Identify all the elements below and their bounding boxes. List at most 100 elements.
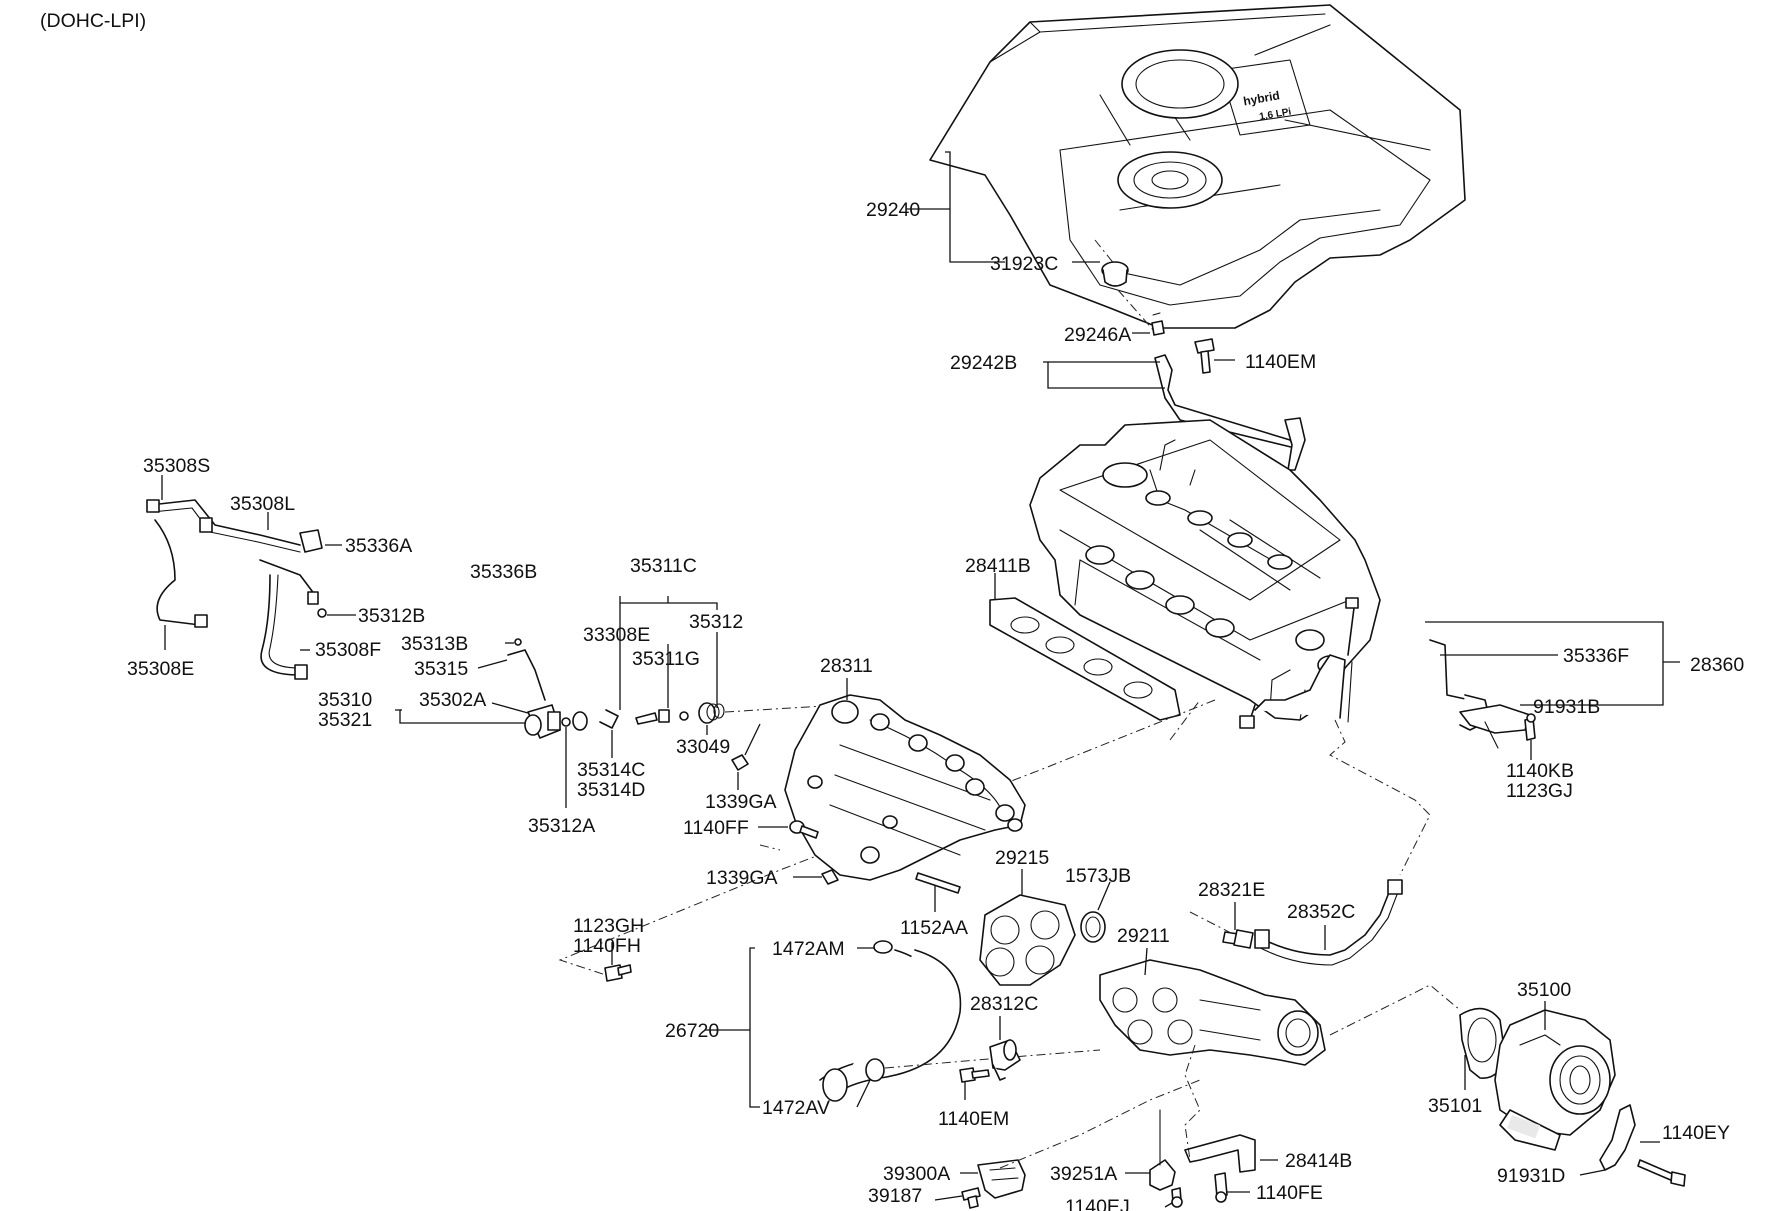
nut-1339ga-lower-part[interactable] bbox=[821, 869, 839, 885]
bracket-91931b-part[interactable] bbox=[1459, 704, 1531, 749]
label-35101[interactable]: 35101 bbox=[1428, 1095, 1482, 1117]
label-1140ej[interactable]: 1140EJ bbox=[1065, 1196, 1130, 1211]
label-35308l[interactable]: 35308L bbox=[230, 493, 295, 515]
sensor-39300a-part[interactable] bbox=[977, 1159, 1026, 1199]
label-1140ey[interactable]: 1140EY bbox=[1662, 1122, 1730, 1144]
bolt-29246a-part[interactable] bbox=[1151, 312, 1165, 336]
label-35312[interactable]: 35312 bbox=[689, 611, 743, 633]
oring-35312a-part[interactable] bbox=[561, 717, 571, 727]
bolt-1140ej-part[interactable] bbox=[1171, 1187, 1183, 1208]
bolt-1140kb-part[interactable] bbox=[1524, 713, 1536, 741]
label-31923c[interactable]: 31923C bbox=[990, 253, 1058, 275]
label-35315[interactable]: 35315 bbox=[414, 658, 468, 680]
clamp-1472av-part[interactable] bbox=[865, 1058, 885, 1082]
label-33308e[interactable]: 33308E bbox=[583, 624, 650, 646]
label-28414b[interactable]: 28414B bbox=[1285, 1150, 1352, 1172]
bolt-1140fe-part[interactable] bbox=[1214, 1172, 1228, 1203]
label-28321e[interactable]: 28321E bbox=[1198, 879, 1265, 901]
label-1472av[interactable]: 1472AV bbox=[762, 1097, 830, 1119]
oring-35312-part[interactable] bbox=[679, 711, 689, 721]
label-35308e[interactable]: 35308E bbox=[127, 658, 194, 680]
spring-35311c-part[interactable] bbox=[599, 709, 619, 729]
label-35314d[interactable]: 35314D bbox=[577, 779, 645, 801]
bolt-39187-part[interactable] bbox=[961, 1187, 981, 1209]
label-28411b[interactable]: 28411B bbox=[965, 555, 1031, 577]
label-39187[interactable]: 39187 bbox=[868, 1185, 922, 1207]
label-1123gj[interactable]: 1123GJ bbox=[1506, 780, 1573, 802]
gasket-28411b-part[interactable] bbox=[989, 597, 1181, 721]
label-1573jb[interactable]: 1573JB bbox=[1065, 865, 1131, 887]
label-91931d[interactable]: 91931D bbox=[1497, 1165, 1565, 1187]
label-1339ga-lower[interactable]: 1339GA bbox=[706, 867, 778, 889]
label-35336a[interactable]: 35336A bbox=[345, 535, 412, 557]
label-35311g[interactable]: 35311G bbox=[632, 648, 700, 670]
label-35321[interactable]: 35321 bbox=[318, 709, 372, 731]
label-35312a[interactable]: 35312A bbox=[528, 815, 595, 837]
fitting-28321e-part[interactable] bbox=[1222, 929, 1254, 949]
label-28360[interactable]: 28360 bbox=[1690, 654, 1744, 676]
actuator-35310-part[interactable] bbox=[524, 704, 561, 739]
label-35308f[interactable]: 35308F bbox=[315, 639, 381, 661]
label-1339ga-upper[interactable]: 1339GA bbox=[705, 791, 777, 813]
bracket-91931d-part[interactable] bbox=[1599, 1104, 1636, 1171]
label-28352c[interactable]: 28352C bbox=[1287, 901, 1355, 923]
label-35313b[interactable]: 35313B bbox=[401, 633, 468, 655]
label-35314c[interactable]: 35314C bbox=[577, 759, 645, 781]
stud-1152aa-part[interactable] bbox=[915, 872, 961, 894]
label-29242b[interactable]: 29242B bbox=[950, 352, 1017, 374]
label-1140fe[interactable]: 1140FE bbox=[1256, 1182, 1323, 1204]
label-29246a[interactable]: 29246A bbox=[1064, 324, 1131, 346]
label-1140ff[interactable]: 1140FF bbox=[683, 817, 749, 839]
clamp-35312b-part[interactable] bbox=[317, 608, 327, 618]
engine-cover-part[interactable]: hybrid 1.6 LPi bbox=[929, 4, 1466, 329]
hose-35308s-part[interactable] bbox=[146, 499, 301, 628]
bolt-1140ff-part[interactable] bbox=[789, 820, 819, 839]
cylinder-head-part[interactable] bbox=[1029, 419, 1381, 721]
bolt-1140ey-part[interactable] bbox=[1637, 1159, 1686, 1187]
label-29215[interactable]: 29215 bbox=[995, 847, 1049, 869]
bracket-28414b-part[interactable] bbox=[1184, 1134, 1256, 1173]
label-35100[interactable]: 35100 bbox=[1517, 979, 1571, 1001]
label-29211[interactable]: 29211 bbox=[1117, 925, 1170, 947]
hose-26720-part[interactable] bbox=[819, 949, 962, 1102]
label-1140kb[interactable]: 1140KB bbox=[1506, 760, 1574, 782]
label-39251a[interactable]: 39251A bbox=[1050, 1163, 1117, 1185]
bolt-1140em-bottom-part[interactable] bbox=[959, 1067, 990, 1083]
intake-manifold-28311-part[interactable] bbox=[784, 694, 1026, 881]
label-91931b[interactable]: 91931B bbox=[1533, 696, 1600, 718]
plug-35311g-part[interactable] bbox=[658, 709, 670, 723]
label-39300a[interactable]: 39300A bbox=[883, 1163, 950, 1185]
clip-35336a-part[interactable] bbox=[299, 529, 323, 553]
label-35311c[interactable]: 35311C bbox=[630, 555, 697, 577]
label-1123gh[interactable]: 1123GH bbox=[573, 915, 644, 937]
bolt-1123gh-part[interactable] bbox=[604, 964, 632, 982]
label-29240[interactable]: 29240 bbox=[866, 199, 920, 221]
rod-33308e-part[interactable] bbox=[635, 712, 658, 725]
clip-35314c-part[interactable] bbox=[572, 711, 588, 731]
clamp-1472am-part[interactable] bbox=[873, 940, 893, 954]
label-1140fh[interactable]: 1140FH bbox=[573, 935, 641, 957]
hose-28352c-part[interactable] bbox=[1254, 879, 1403, 966]
label-1140em-bottom[interactable]: 1140EM bbox=[938, 1108, 1009, 1130]
label-35336b[interactable]: 35336B bbox=[470, 561, 537, 583]
pipe-28360-part[interactable] bbox=[1239, 597, 1359, 729]
label-26720[interactable]: 26720 bbox=[665, 1020, 719, 1042]
label-1472am[interactable]: 1472AM bbox=[772, 938, 845, 960]
label-35308s[interactable]: 35308S bbox=[143, 455, 210, 477]
bracket-39251a-part[interactable] bbox=[1149, 1109, 1176, 1191]
bracket-35315-part[interactable] bbox=[507, 649, 546, 701]
label-35302a[interactable]: 35302A bbox=[419, 689, 486, 711]
label-35310[interactable]: 35310 bbox=[318, 689, 372, 711]
grommet-31923c-part[interactable] bbox=[1101, 261, 1129, 287]
label-33049[interactable]: 33049 bbox=[676, 736, 730, 758]
sensor-35313b-part[interactable] bbox=[514, 638, 522, 646]
bolt-1140em-top-part[interactable] bbox=[1194, 338, 1215, 374]
hose-35308l-part[interactable] bbox=[259, 559, 319, 680]
label-28311[interactable]: 28311 bbox=[820, 655, 873, 677]
label-28312c[interactable]: 28312C bbox=[970, 993, 1038, 1015]
throttle-body-35100-part[interactable] bbox=[1494, 1009, 1616, 1151]
plug-33049-part[interactable] bbox=[698, 702, 725, 724]
adapter-29211-part[interactable] bbox=[1099, 959, 1326, 1066]
label-1152aa[interactable]: 1152AA bbox=[900, 917, 968, 939]
seal-1573jb-part[interactable] bbox=[1080, 911, 1106, 943]
